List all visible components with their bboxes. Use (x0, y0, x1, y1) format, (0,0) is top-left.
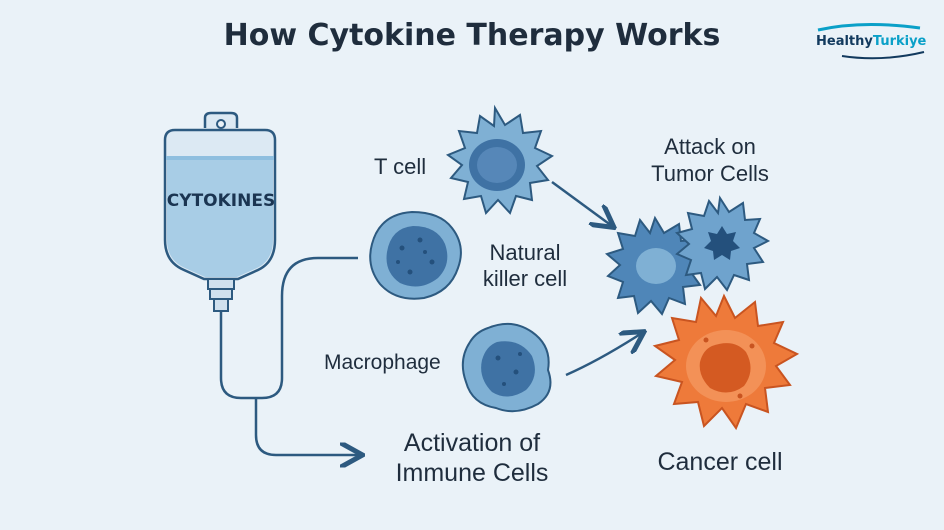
page-title: How Cytokine Therapy Works (223, 18, 721, 53)
natural-killer-cell (369, 210, 462, 300)
bag-label: CYTOKINES (167, 191, 275, 211)
tumor-cell-1 (604, 215, 708, 316)
macrophage-attack-arrow (565, 333, 642, 377)
tube-to-immune-cells (219, 256, 358, 400)
label-activation-line1: Activation of (403, 429, 541, 457)
activation-arrow (254, 398, 360, 455)
iv-bag (163, 111, 277, 312)
t-cell (445, 104, 555, 215)
brand-logo: HealthyTurkiye (812, 22, 930, 60)
label-cancer-cell: Cancer cell (657, 448, 783, 476)
label-macrophage: Macrophage (324, 351, 441, 374)
logo-text-part2: Turkiye (872, 34, 927, 49)
label-nk-line2: killer cell (482, 266, 568, 291)
label-attack-line1: Attack on (664, 134, 756, 159)
macrophage (461, 322, 552, 413)
t-cell-attack-arrow (551, 180, 612, 226)
label-nk-line1: Natural (489, 240, 561, 265)
logo-text-part1: Healthy (816, 34, 873, 49)
label-attack-line2: Tumor Cells (651, 161, 769, 186)
cancer-cell (652, 293, 800, 431)
label-t-cell: T cell (374, 154, 427, 179)
tumor-cell-2 (674, 195, 771, 292)
logo-text: HealthyTurkiye (816, 34, 926, 49)
logo-swoosh-icon (817, 22, 925, 60)
label-activation-line2: Immune Cells (395, 459, 549, 487)
